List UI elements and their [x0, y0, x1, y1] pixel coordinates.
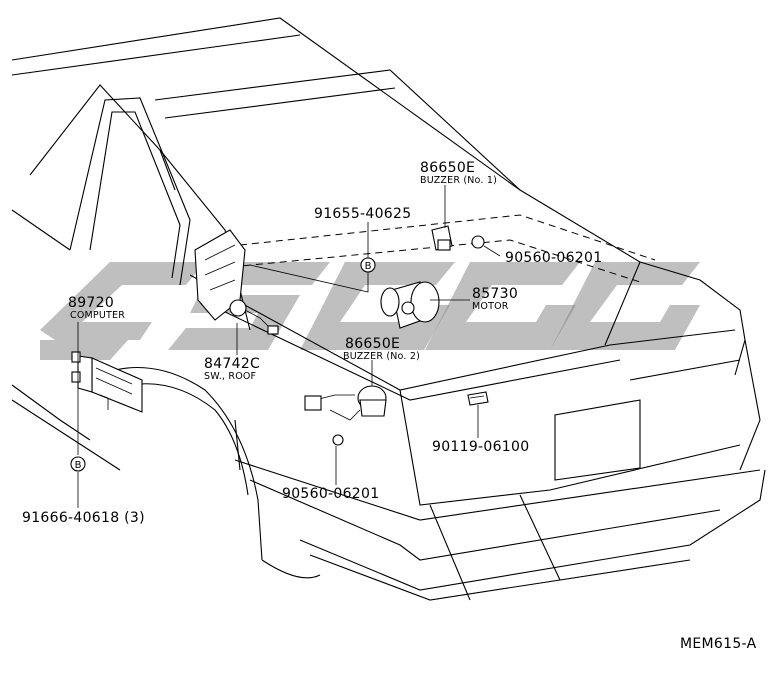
roof-switch-part — [194, 229, 279, 335]
motor-part — [380, 281, 440, 329]
buzzer-1-part — [431, 225, 453, 251]
buzzer-2-part — [304, 385, 387, 421]
part-description: MOTOR — [472, 301, 509, 312]
part-description: COMPUTER — [70, 310, 125, 321]
part-number: 91666-40618 (3) — [22, 510, 145, 526]
bolt-marker-lower-label: B — [75, 460, 82, 471]
computer-part — [71, 351, 143, 413]
part-number: 86650E — [345, 336, 400, 352]
callout-clip-lower: 90560-06201 — [282, 486, 379, 502]
callout-computer: 89720 COMPUTER — [68, 295, 125, 321]
callout-bolt-91655: 91655-40625 — [314, 206, 411, 222]
part-number: 85730 — [472, 286, 518, 302]
part-number: 89720 — [68, 295, 114, 311]
part-number: 90119-06100 — [432, 439, 529, 455]
diagram-code: MEM615-A — [680, 636, 757, 652]
callout-bolt-91666: 91666-40618 (3) — [22, 510, 145, 526]
part-number: 86650E — [420, 160, 475, 176]
clip-2-part — [332, 434, 344, 446]
leader-lines — [77, 185, 501, 508]
bolt-part — [467, 391, 489, 406]
bolt-marker-lower: B — [70, 456, 86, 472]
part-number: 90560-06201 — [505, 250, 602, 266]
callout-bolt-90119: 90119-06100 — [432, 439, 529, 455]
clip-1-part — [471, 235, 485, 249]
part-description: SW., ROOF — [204, 371, 256, 382]
callout-motor: 85730 MOTOR — [472, 286, 518, 312]
part-description: BUZZER (No. 2) — [343, 351, 420, 362]
callout-buzzer-no1: 86650E BUZZER (No. 1) — [420, 160, 497, 186]
bolt-marker-upper-label: B — [365, 261, 372, 272]
part-number: 84742C — [204, 356, 260, 372]
part-description: BUZZER (No. 1) — [420, 175, 497, 186]
part-number: 91655-40625 — [314, 206, 411, 222]
car-body — [11, 17, 766, 601]
callout-buzzer-no2: 86650E BUZZER (No. 2) — [343, 336, 420, 362]
callout-clip-upper: 90560-06201 — [505, 250, 602, 266]
bolt-marker-upper: B — [360, 257, 376, 273]
callout-roof-switch: 84742C SW., ROOF — [204, 356, 260, 382]
part-number: 90560-06201 — [282, 486, 379, 502]
